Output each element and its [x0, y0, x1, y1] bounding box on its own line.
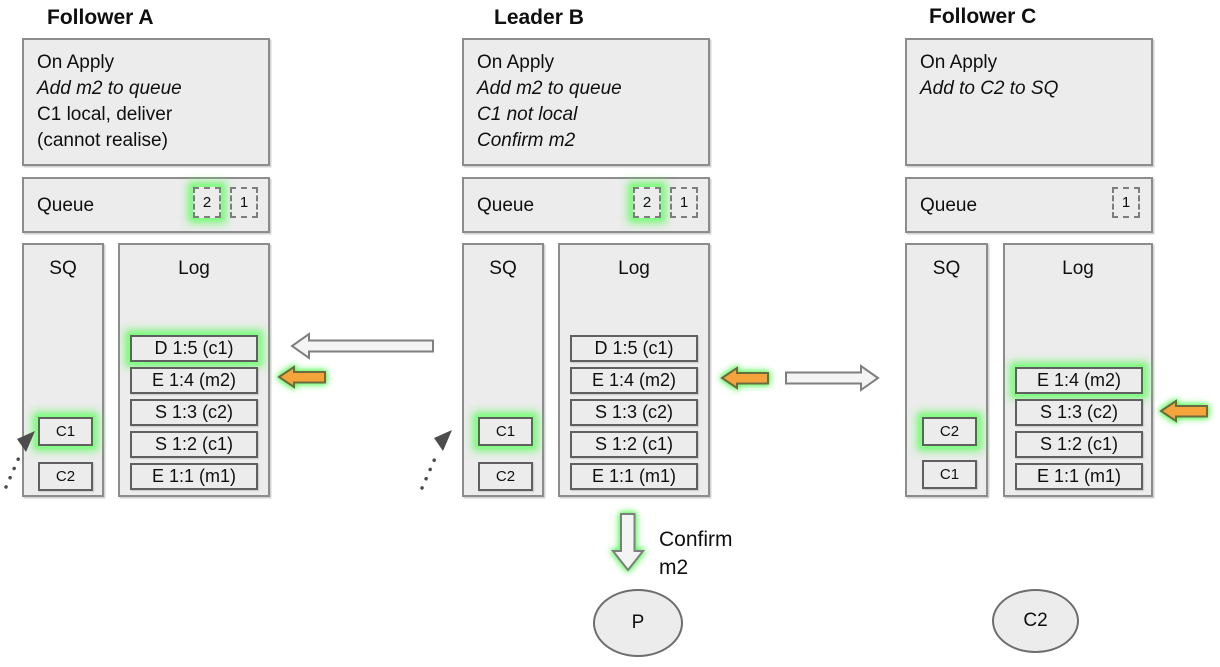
- on-apply-box-follower-c: On Apply Add to C2 to SQ: [905, 38, 1153, 166]
- confirm-line: Confirm: [659, 528, 733, 551]
- log-entry: D 1:5 (c1): [130, 335, 258, 362]
- queue-item-1-follower-c: 1: [1112, 187, 1140, 218]
- log-entry: E 1:1 (m1): [1015, 463, 1143, 490]
- queue-label: Queue: [477, 195, 535, 216]
- sq-item-value: C1: [55, 423, 76, 440]
- sq-dotted-arrowhead-b: [434, 430, 452, 451]
- queue-box-follower-c: Queue: [905, 177, 1153, 233]
- on-apply-line: (cannot realise): [37, 130, 168, 151]
- sq-heading: SQ: [49, 258, 77, 279]
- on-apply-box-follower-a: On Apply Add m2 to queue C1 local, deliv…: [22, 38, 270, 166]
- log-box-leader-b: Log D 1:5 (c1) E 1:4 (m2) S 1:3 (c2) S 1…: [558, 243, 710, 497]
- on-apply-line: Confirm m2: [477, 130, 576, 151]
- sq-item-value: C2: [55, 468, 76, 485]
- sq-box-follower-a: SQ C1 C2: [22, 243, 104, 497]
- sq-box-follower-c: SQ C2 C1: [905, 243, 988, 497]
- sq-heading: SQ: [932, 258, 961, 279]
- client-node-label: C2: [1023, 610, 1048, 631]
- sq-heading: SQ: [489, 258, 517, 279]
- confirm-m2-label: Confirm m2: [659, 526, 733, 582]
- queue-item-value: 1: [679, 194, 689, 211]
- log-heading: Log: [1062, 258, 1094, 279]
- sq-box-leader-b: SQ C1 C2: [462, 243, 544, 497]
- process-node-p: P: [593, 589, 683, 657]
- on-apply-line: Add m2 to queue: [37, 78, 182, 99]
- sq-item-value: C1: [939, 466, 960, 483]
- log-box-follower-c: Log E 1:4 (m2) S 1:3 (c2) S 1:2 (c1) E 1…: [1003, 243, 1153, 497]
- client-node-c2: C2: [992, 589, 1079, 653]
- queue-item-value: 1: [239, 194, 249, 211]
- node-title-leader-b: Leader B: [494, 6, 584, 29]
- log-entry: S 1:2 (c1): [1015, 431, 1143, 458]
- queue-item-2-follower-a: 2: [193, 187, 221, 218]
- log-entry: S 1:3 (c2): [1015, 399, 1143, 426]
- queue-box-leader-b: Queue: [462, 177, 710, 233]
- sq-item-value: C1: [495, 423, 516, 440]
- log-entry: S 1:3 (c2): [130, 399, 258, 426]
- sq-dotted-arrow-b: [420, 454, 438, 490]
- log-entry: D 1:5 (c1): [570, 335, 698, 362]
- queue-item-value: 1: [1121, 194, 1131, 211]
- queue-box-follower-a: Queue: [22, 177, 270, 233]
- sq-item-c1-follower-c: C1: [922, 460, 977, 489]
- on-apply-line: On Apply: [37, 52, 115, 73]
- apply-pointer-arrow-a: [277, 365, 326, 389]
- log-entry: S 1:2 (c1): [130, 431, 258, 458]
- sq-dotted-arrow-a: [4, 453, 22, 489]
- log-heading: Log: [178, 258, 210, 279]
- log-entry: E 1:1 (m1): [130, 463, 258, 490]
- sq-item-c1-follower-a: C1: [38, 417, 93, 446]
- queue-label: Queue: [37, 195, 95, 216]
- confirm-down-arrow: [610, 513, 646, 572]
- apply-pointer-arrow-c: [1159, 399, 1208, 423]
- sq-item-c2-follower-a: C2: [38, 462, 93, 491]
- on-apply-line: C1 not local: [477, 104, 578, 125]
- replicate-arrow-b-to-a: [290, 332, 434, 360]
- process-node-label: P: [631, 612, 645, 633]
- on-apply-box-leader-b: On Apply Add m2 to queue C1 not local Co…: [462, 38, 710, 166]
- sq-item-value: C2: [939, 423, 960, 440]
- log-entry: S 1:2 (c1): [570, 431, 698, 458]
- on-apply-line: C1 local, deliver: [37, 104, 173, 125]
- sq-item-c2-leader-b: C2: [478, 462, 533, 491]
- confirm-line: m2: [659, 556, 689, 579]
- log-entry: S 1:3 (c2): [570, 399, 698, 426]
- on-apply-line: On Apply: [477, 52, 555, 73]
- sq-item-c2-follower-c: C2: [922, 417, 977, 446]
- queue-label: Queue: [920, 195, 978, 216]
- log-entry: E 1:1 (m1): [570, 463, 698, 490]
- node-title-follower-a: Follower A: [47, 6, 154, 29]
- apply-pointer-arrow-b: [720, 366, 769, 390]
- on-apply-line: Add to C2 to SQ: [920, 78, 1059, 99]
- queue-item-2-leader-b: 2: [633, 187, 661, 218]
- on-apply-line: On Apply: [920, 52, 998, 73]
- sq-item-value: C2: [495, 468, 516, 485]
- log-box-follower-a: Log D 1:5 (c1) E 1:4 (m2) S 1:3 (c2) S 1…: [118, 243, 270, 497]
- sq-item-c1-leader-b: C1: [478, 417, 533, 446]
- queue-item-1-leader-b: 1: [670, 187, 698, 218]
- log-entry: E 1:4 (m2): [130, 367, 258, 394]
- queue-item-value: 2: [202, 194, 212, 211]
- on-apply-line: Add m2 to queue: [477, 78, 622, 99]
- log-entry: E 1:4 (m2): [1015, 367, 1143, 394]
- replicate-arrow-b-to-c: [785, 364, 880, 392]
- log-entry: E 1:4 (m2): [570, 367, 698, 394]
- log-heading: Log: [618, 258, 650, 279]
- queue-item-value: 2: [642, 194, 652, 211]
- queue-item-1-follower-a: 1: [230, 187, 258, 218]
- node-title-follower-c: Follower C: [929, 5, 1037, 28]
